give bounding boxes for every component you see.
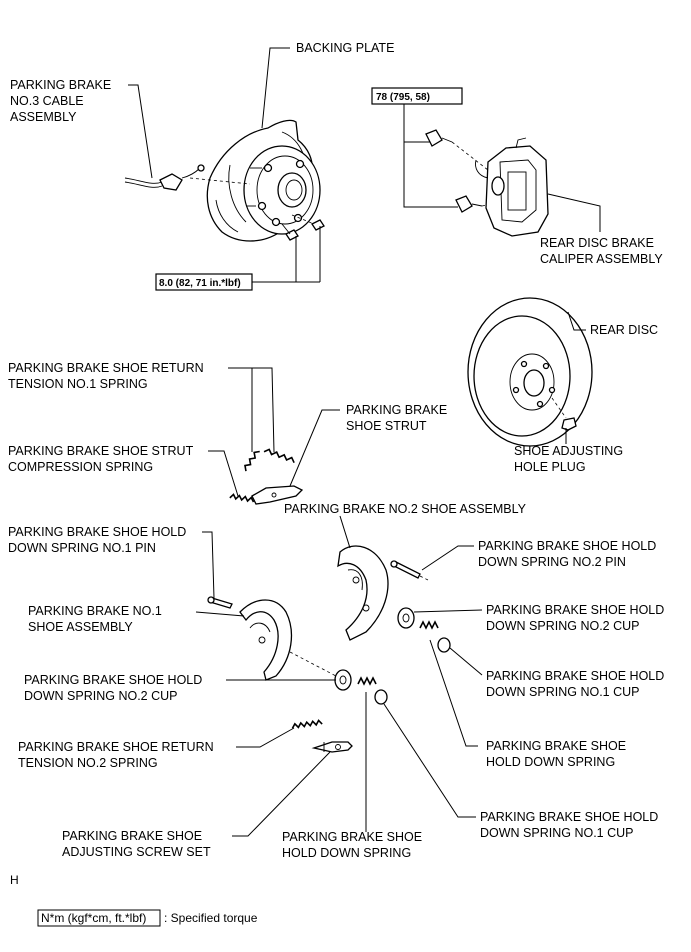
svg-text:PARKING BRAKE SHOE RETURN: PARKING BRAKE SHOE RETURN xyxy=(18,740,214,754)
torque-box-backing-plate: 8.0 (82, 71 in.*lbf) xyxy=(155,273,253,291)
label-no1-shoe: PARKING BRAKE NO.1 SHOE ASSEMBLY xyxy=(28,604,162,634)
no1-pin-drawing xyxy=(207,596,233,609)
svg-text:PARKING BRAKE SHOE HOLD: PARKING BRAKE SHOE HOLD xyxy=(8,525,186,539)
svg-text:HOLE PLUG: HOLE PLUG xyxy=(514,460,586,474)
label-rear-disc: REAR DISC xyxy=(590,323,658,337)
svg-text:PARKING BRAKE NO.2 SHOE ASSEMB: PARKING BRAKE NO.2 SHOE ASSEMBLY xyxy=(284,502,527,516)
svg-text:PARKING BRAKE SHOE STRUT: PARKING BRAKE SHOE STRUT xyxy=(8,444,194,458)
right-hold-down-stack-drawing xyxy=(397,607,451,653)
svg-text:DOWN SPRING NO.1 PIN: DOWN SPRING NO.1 PIN xyxy=(8,541,156,555)
hole-plug-drawing xyxy=(551,397,577,431)
label-return-spring-no1: PARKING BRAKE SHOE RETURN TENSION NO.1 S… xyxy=(8,361,204,391)
svg-text:PARKING BRAKE SHOE HOLD: PARKING BRAKE SHOE HOLD xyxy=(24,673,202,687)
svg-text:TENSION NO.2 SPRING: TENSION NO.2 SPRING xyxy=(18,756,158,770)
label-hold-down-spring-lower: PARKING BRAKE SHOE HOLD DOWN SPRING xyxy=(282,830,422,860)
label-shoe-strut: PARKING BRAKE SHOE STRUT xyxy=(346,403,447,433)
legend-box-text: N*m (kgf*cm, ft.*lbf) xyxy=(41,911,146,925)
strut-spring-drawing xyxy=(229,493,255,503)
svg-text:DOWN SPRING NO.2 CUP: DOWN SPRING NO.2 CUP xyxy=(486,619,640,633)
no2-pin-drawing xyxy=(390,560,429,581)
label-backing-plate: BACKING PLATE xyxy=(296,41,394,55)
label-no1-pin: PARKING BRAKE SHOE HOLD DOWN SPRING NO.1… xyxy=(8,525,186,555)
svg-text:PARKING BRAKE SHOE HOLD: PARKING BRAKE SHOE HOLD xyxy=(478,539,656,553)
label-strut-spring: PARKING BRAKE SHOE STRUT COMPRESSION SPR… xyxy=(8,444,194,474)
label-no1-cup-lower: PARKING BRAKE SHOE HOLD DOWN SPRING NO.1… xyxy=(480,810,658,840)
svg-text:ASSEMBLY: ASSEMBLY xyxy=(10,110,77,124)
svg-text:REAR DISC: REAR DISC xyxy=(590,323,658,337)
svg-text:COMPRESSION SPRING: COMPRESSION SPRING xyxy=(8,460,153,474)
label-hold-down-spring-right: PARKING BRAKE SHOE HOLD DOWN SPRING xyxy=(486,739,626,769)
return-spring-no1-drawing xyxy=(244,448,295,472)
svg-text:REAR DISC BRAKE: REAR DISC BRAKE xyxy=(540,236,654,250)
svg-text:PARKING BRAKE SHOE HOLD: PARKING BRAKE SHOE HOLD xyxy=(486,669,664,683)
svg-text:PARKING BRAKE SHOE: PARKING BRAKE SHOE xyxy=(486,739,626,753)
svg-text:NO.3 CABLE: NO.3 CABLE xyxy=(10,94,84,108)
svg-text:CALIPER ASSEMBLY: CALIPER ASSEMBLY xyxy=(540,252,663,266)
label-cable: PARKING BRAKE NO.3 CABLE ASSEMBLY xyxy=(10,78,111,124)
label-return-spring-no2: PARKING BRAKE SHOE RETURN TENSION NO.2 S… xyxy=(18,740,214,770)
svg-text:PARKING BRAKE: PARKING BRAKE xyxy=(346,403,447,417)
svg-text:HOLD DOWN SPRING: HOLD DOWN SPRING xyxy=(282,846,411,860)
svg-text:DOWN SPRING NO.2 PIN: DOWN SPRING NO.2 PIN xyxy=(478,555,626,569)
torque-box-caliper: 78 (795, 58) xyxy=(371,87,463,105)
svg-text:BACKING PLATE: BACKING PLATE xyxy=(296,41,394,55)
label-caliper: REAR DISC BRAKE CALIPER ASSEMBLY xyxy=(540,236,663,266)
no1-shoe-drawing xyxy=(239,599,293,681)
label-no2-cup-right: PARKING BRAKE SHOE HOLD DOWN SPRING NO.2… xyxy=(486,603,664,633)
svg-text:PARKING BRAKE SHOE RETURN: PARKING BRAKE SHOE RETURN xyxy=(8,361,204,375)
leader-lines xyxy=(128,47,601,837)
svg-text:HOLD DOWN SPRING: HOLD DOWN SPRING xyxy=(486,755,615,769)
adjusting-screw-drawing xyxy=(311,741,353,753)
caliper-drawing xyxy=(475,137,549,237)
label-no2-pin: PARKING BRAKE SHOE HOLD DOWN SPRING NO.2… xyxy=(478,539,656,569)
svg-text:SHOE ASSEMBLY: SHOE ASSEMBLY xyxy=(28,620,133,634)
label-no2-shoe: PARKING BRAKE NO.2 SHOE ASSEMBLY xyxy=(284,502,527,516)
svg-text:DOWN SPRING NO.1 CUP: DOWN SPRING NO.1 CUP xyxy=(486,685,640,699)
svg-text:DOWN SPRING NO.1 CUP: DOWN SPRING NO.1 CUP xyxy=(480,826,634,840)
left-hold-down-stack-drawing xyxy=(334,669,388,705)
torque-backing-plate-value: 8.0 (82, 71 in.*lbf) xyxy=(159,278,241,289)
no2-shoe-drawing xyxy=(337,545,389,641)
svg-text:TENSION NO.1 SPRING: TENSION NO.1 SPRING xyxy=(8,377,148,391)
svg-text:SHOE STRUT: SHOE STRUT xyxy=(346,419,427,433)
return-spring-no2-drawing xyxy=(291,719,323,729)
svg-text:SHOE ADJUSTING: SHOE ADJUSTING xyxy=(514,444,623,458)
svg-text:PARKING BRAKE SHOE: PARKING BRAKE SHOE xyxy=(282,830,422,844)
torque-legend: N*m (kgf*cm, ft.*lbf) : Specified torque xyxy=(37,909,258,927)
label-hole-plug: SHOE ADJUSTING HOLE PLUG xyxy=(514,444,623,474)
backing-plate-bolts-drawing xyxy=(281,214,325,241)
svg-text:PARKING BRAKE SHOE HOLD: PARKING BRAKE SHOE HOLD xyxy=(486,603,664,617)
hold-down-axis-dash xyxy=(289,651,337,677)
shoe-strut-drawing xyxy=(251,485,304,505)
rear-disc-drawing xyxy=(467,297,593,447)
cable-axis-dash xyxy=(189,177,251,185)
svg-text:PARKING BRAKE SHOE HOLD: PARKING BRAKE SHOE HOLD xyxy=(480,810,658,824)
corner-mark: H xyxy=(10,873,19,887)
label-no2-cup-left: PARKING BRAKE SHOE HOLD DOWN SPRING NO.2… xyxy=(24,673,202,703)
torque-caliper-value: 78 (795, 58) xyxy=(376,92,430,103)
parking-brake-cable-drawing xyxy=(124,164,205,191)
axle-hub-drawing xyxy=(243,145,321,235)
caliper-bolts-drawing xyxy=(425,129,493,213)
label-adjusting-screw: PARKING BRAKE SHOE ADJUSTING SCREW SET xyxy=(62,829,211,859)
svg-text:DOWN SPRING NO.2 CUP: DOWN SPRING NO.2 CUP xyxy=(24,689,178,703)
svg-text:ADJUSTING SCREW SET: ADJUSTING SCREW SET xyxy=(62,845,211,859)
legend-description: : Specified torque xyxy=(164,911,258,925)
svg-text:PARKING BRAKE NO.1: PARKING BRAKE NO.1 xyxy=(28,604,162,618)
label-no1-cup-right: PARKING BRAKE SHOE HOLD DOWN SPRING NO.1… xyxy=(486,669,664,699)
svg-text:PARKING BRAKE SHOE: PARKING BRAKE SHOE xyxy=(62,829,202,843)
svg-text:PARKING BRAKE: PARKING BRAKE xyxy=(10,78,111,92)
